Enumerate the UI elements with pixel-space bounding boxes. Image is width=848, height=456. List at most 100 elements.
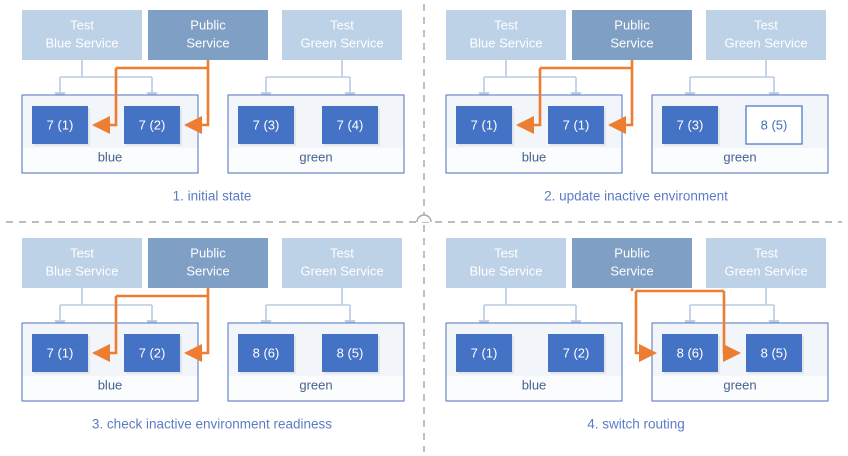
public-arrow-to-instance-2 (722, 291, 742, 363)
instance-box[interactable]: 7 (1) (548, 106, 606, 146)
service-box[interactable] (706, 238, 826, 288)
service-label-line1: Test (754, 245, 778, 260)
service-box[interactable] (148, 10, 268, 60)
service-label-line2: Service (186, 35, 229, 50)
service-box[interactable] (22, 238, 142, 288)
environment-name-label: blue (98, 149, 123, 164)
service-label-line2: Service (186, 263, 229, 278)
instance-box[interactable]: 7 (1) (32, 106, 90, 146)
environment-name-label: blue (522, 149, 547, 164)
instance-rect[interactable] (548, 106, 604, 144)
service-box[interactable] (22, 10, 142, 60)
service-box[interactable] (282, 238, 402, 288)
instance-box[interactable]: 7 (2) (124, 334, 182, 374)
instance-version-label: 7 (4) (337, 117, 364, 132)
test-traffic-arrows (54, 288, 356, 332)
instance-rect[interactable] (548, 334, 604, 372)
service-label-line2: Blue Service (470, 35, 543, 50)
instance-rect[interactable] (662, 334, 718, 372)
environment-green: 8 (6) 8 (5) green (651, 322, 829, 402)
environment-name-label: green (299, 377, 332, 392)
instance-rect[interactable] (238, 106, 294, 144)
service-label-line2: Green Service (724, 263, 807, 278)
instance-box[interactable]: 7 (1) (32, 334, 90, 374)
instance-box[interactable]: 8 (5) (322, 334, 380, 374)
service-label-line1: Test (330, 17, 354, 32)
instance-version-label: 7 (2) (563, 345, 590, 360)
instance-box[interactable]: 7 (1) (456, 334, 514, 374)
instance-version-label: 7 (1) (563, 117, 590, 132)
instance-box[interactable]: 7 (2) (548, 334, 606, 374)
service-box[interactable] (446, 10, 566, 60)
environment-name-label: green (723, 149, 756, 164)
service-label-line1: Test (330, 245, 354, 260)
instance-rect[interactable] (32, 334, 88, 372)
public-arrow-to-instance-1 (515, 68, 542, 135)
public-arrow-to-instance-1 (91, 68, 118, 135)
test-traffic-arrows (54, 60, 356, 104)
service-label-line1: Test (494, 17, 518, 32)
instance-rect[interactable] (322, 106, 378, 144)
instance-box[interactable]: 7 (3) (662, 106, 720, 146)
environment-blue: 7 (1) 7 (2)blue (21, 322, 199, 402)
instance-version-label: 7 (1) (471, 345, 498, 360)
environment-name-label: green (723, 377, 756, 392)
instance-rect[interactable] (238, 334, 294, 372)
instance-box[interactable]: 7 (4) (322, 106, 380, 146)
service-label-line1: Test (494, 245, 518, 260)
instance-box[interactable]: 7 (3) (238, 106, 296, 146)
instance-rect[interactable] (662, 106, 718, 144)
service-label-line2: Blue Service (46, 263, 119, 278)
instance-box[interactable]: 8 (5) (746, 334, 804, 374)
environment-name-label: blue (98, 377, 123, 392)
service-box[interactable] (572, 10, 692, 60)
instance-rect[interactable] (32, 106, 88, 144)
instance-rect[interactable] (746, 334, 802, 372)
instance-version-label: 8 (5) (761, 117, 788, 132)
service-label-line1: Test (754, 17, 778, 32)
instance-box[interactable]: 7 (1) (456, 106, 514, 146)
instance-rect[interactable] (124, 106, 180, 144)
public-arrow-to-instance-1 (91, 296, 118, 363)
instance-box[interactable]: 8 (5) (745, 105, 803, 145)
service-label-line2: Green Service (724, 35, 807, 50)
service-box[interactable] (148, 238, 268, 288)
instance-rect[interactable] (124, 334, 180, 372)
instance-box[interactable]: 8 (6) (662, 334, 720, 374)
instance-rect[interactable] (745, 105, 803, 145)
panel-caption: 1. initial state (173, 189, 252, 204)
instance-version-label: 7 (3) (253, 117, 280, 132)
instance-version-label: 7 (1) (47, 117, 74, 132)
service-label-line2: Green Service (300, 35, 383, 50)
instance-box[interactable]: 7 (2) (124, 106, 182, 146)
instance-version-label: 8 (5) (761, 345, 788, 360)
instance-rect[interactable] (456, 106, 512, 144)
service-label-line1: Public (190, 17, 226, 32)
instance-version-label: 8 (6) (253, 345, 280, 360)
service-box[interactable] (572, 238, 692, 288)
service-box[interactable] (706, 10, 826, 60)
service-box[interactable] (282, 10, 402, 60)
service-box[interactable] (446, 238, 566, 288)
instance-version-label: 8 (5) (337, 345, 364, 360)
instance-box[interactable]: 8 (6) (238, 334, 296, 374)
instance-rect[interactable] (322, 334, 378, 372)
test-traffic-arrows (478, 60, 780, 104)
instance-rect[interactable] (456, 334, 512, 372)
public-arrow-to-instance-2 (183, 68, 210, 135)
